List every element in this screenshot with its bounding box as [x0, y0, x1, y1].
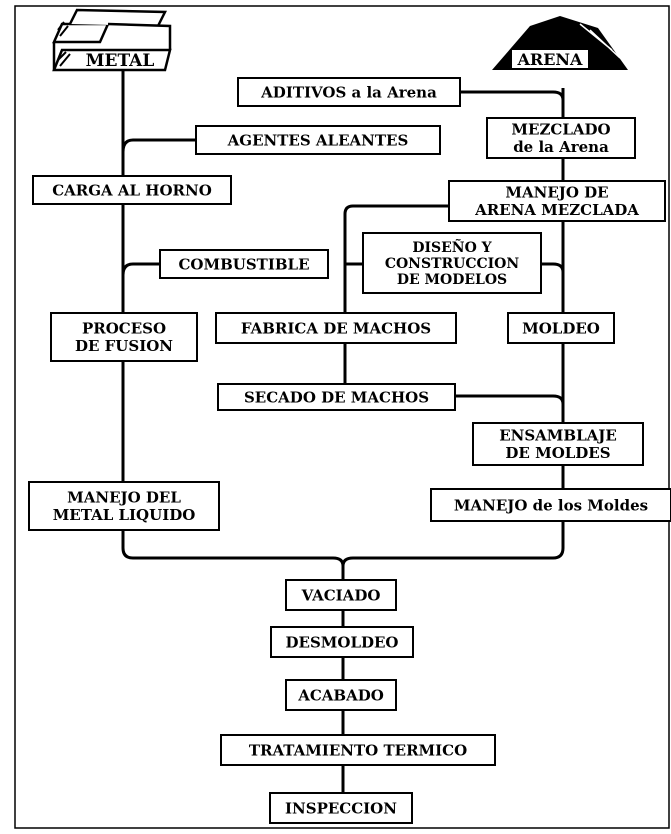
box-frame: [237, 77, 461, 107]
agentes-connector: [121, 138, 196, 153]
box-label: AGENTES ALEANTES: [227, 131, 409, 149]
box-label: ENSAMBLAJE: [499, 427, 617, 445]
box-label: MANEJO DEL: [67, 489, 181, 507]
box-frame: [285, 579, 397, 611]
box-label: COMBUSTIBLE: [178, 255, 309, 273]
metal-label: METAL: [86, 51, 155, 71]
box-combustible: COMBUSTIBLE: [159, 249, 329, 279]
box-label: FABRICA DE MACHOS: [241, 319, 431, 337]
box-label: METAL LIQUIDO: [53, 506, 196, 524]
box-frame: [215, 312, 457, 344]
box-label: de la Arena: [513, 138, 609, 156]
box-label: DE MODELOS: [397, 272, 507, 288]
box-frame: [448, 180, 666, 222]
metal-ingots-icon: [52, 8, 172, 72]
box-label: CONSTRUCCION: [385, 256, 520, 272]
box-label: DISEÑO Y: [412, 237, 492, 256]
box-inspeccion: INSPECCION: [269, 792, 413, 824]
box-frame: [430, 488, 671, 522]
box-label: MOLDEO: [522, 319, 600, 337]
box-frame: [285, 679, 397, 711]
box-label: ADITIVOS a la Arena: [260, 83, 437, 101]
box-manejo-moldes: MANEJO de los Moldes: [430, 488, 671, 522]
box-label: DE FUSION: [75, 337, 173, 355]
box-frame: [28, 481, 220, 531]
box-label: PROCESO: [82, 320, 166, 338]
box-label: DE MOLDES: [505, 444, 610, 462]
box-frame: [472, 422, 644, 466]
box-moldeo: MOLDEO: [507, 312, 615, 344]
box-frame: [270, 626, 414, 658]
merge-line: [121, 547, 565, 567]
box-label: VACIADO: [301, 586, 381, 604]
box-frame: [195, 125, 441, 155]
box-tratamiento: TRATAMIENTO TERMICO: [220, 734, 496, 766]
box-frame: [159, 249, 329, 279]
box-secado: SECADO DE MACHOS: [217, 383, 456, 411]
box-label: CARGA AL HORNO: [52, 181, 212, 199]
box-acabado: ACABADO: [285, 679, 397, 711]
box-label: INSPECCION: [285, 799, 397, 817]
box-desmoldeo: DESMOLDEO: [270, 626, 414, 658]
machos-branch-line: [343, 204, 449, 376]
secado-connector: [455, 394, 565, 405]
box-frame: [220, 734, 496, 766]
box-vaciado: VACIADO: [285, 579, 397, 611]
box-machos: FABRICA DE MACHOS: [215, 312, 457, 344]
box-frame: [50, 312, 198, 362]
box-carga: CARGA AL HORNO: [32, 175, 232, 205]
box-label: TRATAMIENTO TERMICO: [249, 741, 467, 759]
box-frame: [362, 232, 542, 294]
box-frame: [32, 175, 232, 205]
aditivos-connector: [458, 90, 565, 101]
box-label: ARENA MEZCLADA: [474, 201, 639, 219]
sand-pile-icon: [492, 16, 628, 70]
box-label: SECADO DE MACHOS: [244, 388, 429, 406]
box-frame: [217, 383, 456, 411]
combustible-connector: [121, 262, 160, 276]
box-frame: [507, 312, 615, 344]
box-label: DESMOLDEO: [286, 633, 399, 651]
box-frame: [269, 792, 413, 824]
box-aditivos: ADITIVOS a la Arena: [237, 77, 461, 107]
diseno-right-connector: [541, 262, 565, 273]
box-label: MANEJO DE: [505, 184, 608, 202]
arena-label: ARENA: [517, 50, 584, 69]
box-agentes: AGENTES ALEANTES: [195, 125, 441, 155]
box-frame: [486, 117, 636, 159]
box-label: MANEJO de los Moldes: [454, 496, 648, 514]
box-label: ACABADO: [297, 686, 384, 704]
box-label: MEZCLADO: [511, 121, 610, 139]
diagram-frame: [14, 5, 670, 829]
